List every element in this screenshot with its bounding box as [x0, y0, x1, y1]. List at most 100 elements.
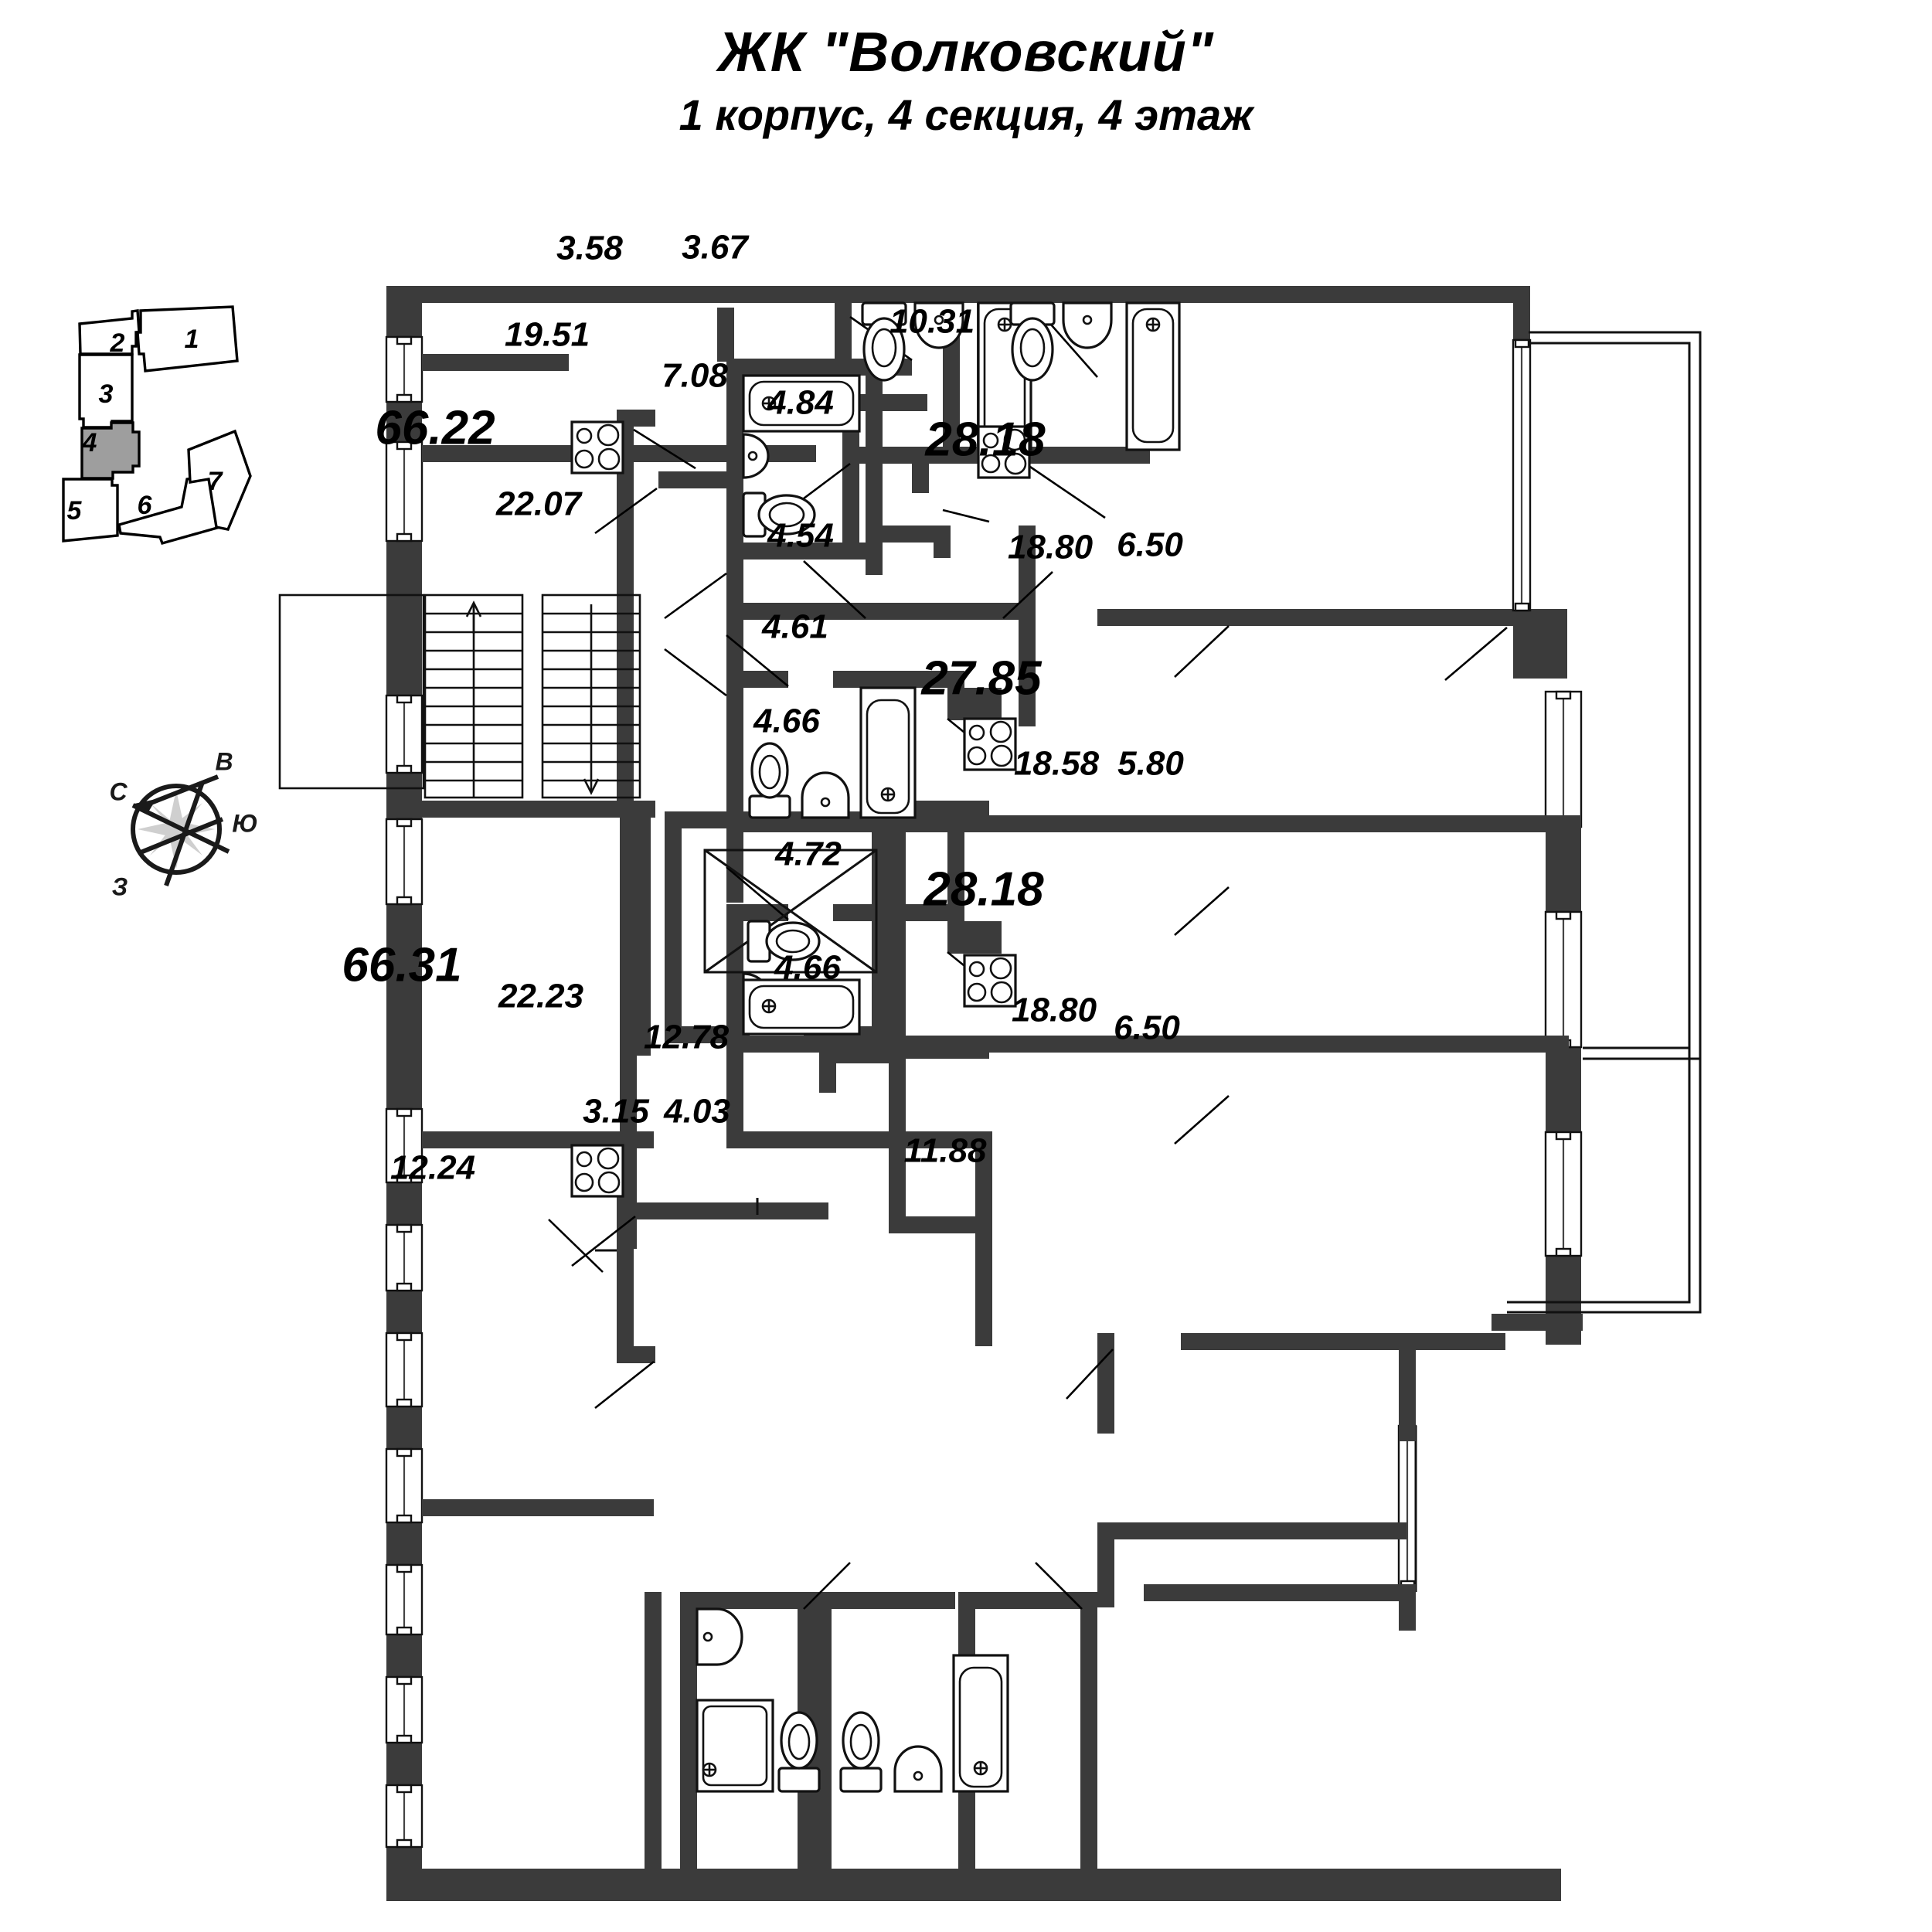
area-19-51: 19.51: [505, 316, 590, 354]
window-icon: [385, 1332, 423, 1408]
floor-plan-drawing: 66.22 66.31 28.18 27.85 28.18 3.58 3.67 …: [278, 229, 1702, 1901]
stove-icon: [570, 1144, 624, 1198]
area-4-54: 4.54: [767, 517, 834, 555]
bathtub-icon: [1125, 301, 1181, 451]
toilet-icon: [742, 492, 816, 538]
page-title: ЖК "Волковский": [718, 22, 1214, 83]
door-leaders: [548, 315, 1508, 1610]
key-section-5[interactable]: [62, 478, 119, 543]
window-icon: [385, 818, 423, 906]
bathtub-icon: [742, 978, 861, 1036]
area-3-58: 3.58: [556, 230, 623, 267]
bathtub-icon: [742, 374, 861, 433]
lobby-door-marks: [595, 1198, 759, 1252]
area-4-66-low: 4.66: [774, 949, 841, 987]
key-section-label-7: 7: [208, 467, 224, 496]
exterior-walls: [386, 286, 1583, 1901]
stove-icon: [977, 425, 1031, 479]
area-12-24: 12.24: [390, 1149, 475, 1187]
area-4-84: 4.84: [767, 384, 834, 422]
area-6-50-low: 6.50: [1114, 1009, 1180, 1047]
bathtub-icon: [952, 1654, 1009, 1793]
sink-icon: [913, 301, 964, 349]
area-4-03: 4.03: [663, 1093, 730, 1131]
window-icon: [385, 440, 423, 543]
window-group-right: [1397, 338, 1583, 1590]
stair-up-arrow-icon: [465, 600, 482, 634]
area-3-67: 3.67: [682, 229, 750, 267]
page-title-block: ЖК "Волковский" 1 корпус, 4 секция, 4 эт…: [0, 22, 1932, 138]
compass-label-south: Ю: [232, 809, 257, 837]
interior-walls: [422, 286, 1581, 1870]
stove-icon: [963, 717, 1017, 771]
area-4-66-mid: 4.66: [753, 702, 820, 740]
area-18-80-low: 18.80: [1012, 992, 1097, 1029]
area-6-50-top: 6.50: [1117, 526, 1183, 564]
window-icon: [385, 1675, 423, 1744]
key-section-label-4: 4: [82, 428, 97, 457]
area-28-18-low: 28.18: [923, 862, 1044, 916]
area-5-80: 5.80: [1117, 745, 1184, 783]
window-icon: [1544, 1131, 1583, 1257]
bathroom-fixtures-4-03: [839, 1654, 1009, 1793]
area-3-15: 3.15: [583, 1093, 649, 1131]
site-key-map[interactable]: 1 2 3 4 5 6 7: [23, 147, 278, 546]
sink-icon: [801, 771, 850, 819]
sink-icon: [1062, 301, 1113, 349]
bathroom-fixtures-4-84: [742, 374, 1031, 538]
stair-flight-down: [541, 594, 641, 799]
stove-icon: [570, 420, 624, 474]
toilet-icon: [748, 742, 791, 819]
key-section-label-1: 1: [185, 325, 199, 354]
toilet-icon: [747, 920, 821, 963]
key-section-1[interactable]: [136, 305, 239, 372]
area-66-22: 66.22: [375, 401, 495, 454]
area-22-23: 22.23: [498, 978, 583, 1015]
key-section-label-3: 3: [99, 379, 114, 409]
area-27-85: 27.85: [920, 651, 1043, 705]
window-icon: [385, 1563, 423, 1636]
stair-down-arrow-icon: [583, 778, 600, 795]
compass-label-east: В: [215, 747, 233, 775]
window-icon: [1544, 910, 1583, 1049]
area-4-61: 4.61: [761, 608, 828, 646]
window-icon: [385, 1447, 423, 1524]
balcony-outlines: [1414, 331, 1702, 1592]
area-11-88: 11.88: [904, 1132, 987, 1170]
compass-rose-icon: С В Ю З: [109, 747, 257, 900]
compass-label-north: С: [109, 777, 128, 805]
sink-icon: [696, 1607, 743, 1666]
key-section-label-6: 6: [138, 491, 153, 520]
window-group-left: [385, 335, 423, 1849]
sink-icon: [742, 433, 770, 479]
bathroom-fixtures-4-66-mid: [748, 686, 1017, 819]
bathroom-fixtures-3-15: [696, 1607, 821, 1793]
window-icon: [385, 1223, 423, 1292]
window-icon: [1512, 338, 1532, 612]
window-icon: [385, 694, 423, 774]
window-icon: [385, 1784, 423, 1849]
key-section-label-5: 5: [67, 496, 83, 526]
bathroom-fixtures-4-66-low: [742, 920, 1017, 1036]
area-labels: 66.22 66.31 28.18 27.85 28.18 3.58 3.67 …: [342, 229, 1184, 1187]
area-66-31: 66.31: [342, 938, 461, 992]
bathroom-fixtures-3-67: [1009, 301, 1181, 451]
staircase: [278, 594, 641, 799]
key-section-2[interactable]: [78, 309, 141, 355]
stove-icon: [963, 954, 1017, 1008]
key-section-7[interactable]: [187, 429, 252, 531]
area-4-72: 4.72: [774, 835, 842, 873]
area-7-08: 7.08: [662, 357, 728, 395]
stair-flight-up: [423, 594, 524, 799]
window-icon: [385, 335, 423, 403]
shower-tray-icon: [696, 1699, 774, 1793]
bathtub-icon: [859, 686, 917, 819]
compass-label-west: З: [112, 872, 128, 900]
toilet-icon: [839, 1711, 883, 1793]
window-icon: [385, 1107, 423, 1184]
area-18-80-top: 18.80: [1008, 529, 1094, 566]
window-icon: [1544, 690, 1583, 828]
area-28-18-top: 28.18: [924, 413, 1046, 466]
toilet-icon: [861, 301, 907, 382]
sink-icon: [893, 1745, 943, 1793]
